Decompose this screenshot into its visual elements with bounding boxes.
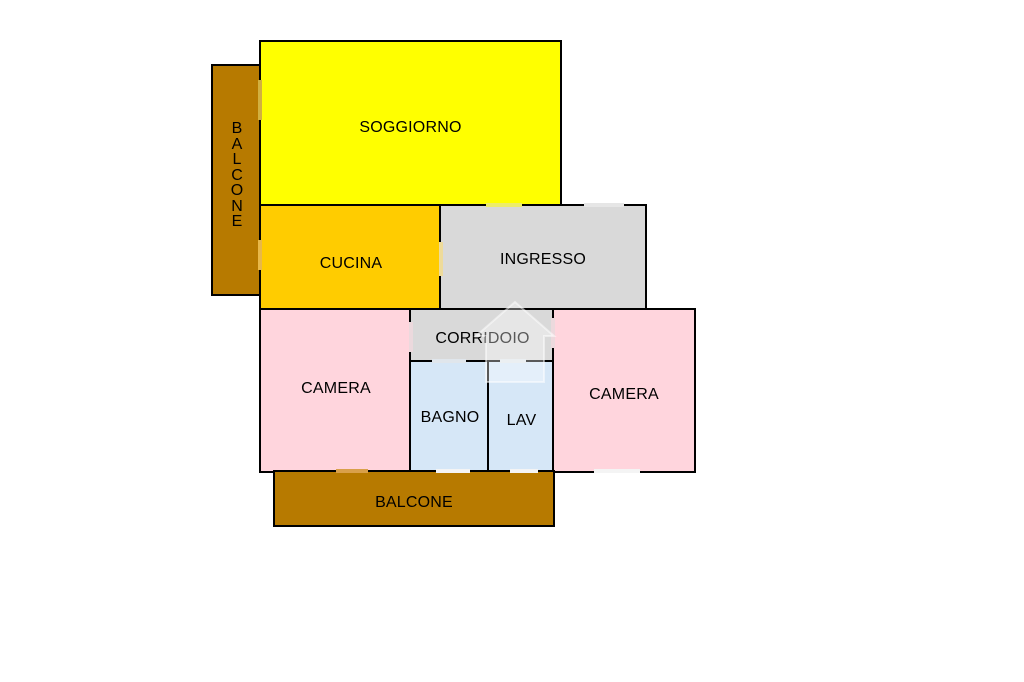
lav: LAV	[487, 360, 556, 473]
soggiorno-label: SOGGIORNO	[359, 119, 462, 136]
balcone-left-label: BALCONE	[230, 120, 244, 230]
door-lav	[500, 359, 526, 363]
door-lav-window	[510, 469, 538, 473]
balcone-left: BALCONE	[211, 64, 263, 296]
door-soggiorno-balcone	[258, 80, 262, 120]
ingresso: INGRESSO	[439, 204, 647, 311]
door-corridoio-camera-left	[409, 322, 413, 352]
ingresso-label: INGRESSO	[499, 251, 587, 268]
camera-left-label: CAMERA	[301, 380, 371, 397]
window-camera-right	[594, 469, 640, 473]
door-soggiorno-ingresso	[486, 203, 522, 207]
door-bagno	[432, 359, 466, 363]
watermark-house-icon	[473, 300, 557, 383]
lav-label: LAV	[506, 412, 537, 429]
door-ingresso-outer	[584, 203, 624, 207]
cucina: CUCINA	[259, 204, 443, 311]
camera-right-label: CAMERA	[589, 386, 659, 403]
soggiorno: SOGGIORNO	[259, 40, 562, 208]
cucina-label: CUCINA	[319, 255, 383, 272]
camera-right: CAMERA	[552, 308, 696, 473]
door-corridoio-camera-right	[551, 318, 555, 348]
balcone-bottom-label: BALCONE	[375, 494, 453, 511]
door-cucina-balcone	[258, 240, 262, 270]
corridoio-label: CORRIDOIO	[435, 330, 530, 347]
balcone-bottom: BALCONE	[273, 470, 555, 527]
bagno-label: BAGNO	[420, 409, 480, 426]
camera-left: CAMERA	[259, 308, 413, 473]
door-bagno-window	[436, 469, 470, 473]
door-camera-left-balcone	[336, 469, 368, 473]
door-cucina-ingresso	[439, 242, 443, 276]
